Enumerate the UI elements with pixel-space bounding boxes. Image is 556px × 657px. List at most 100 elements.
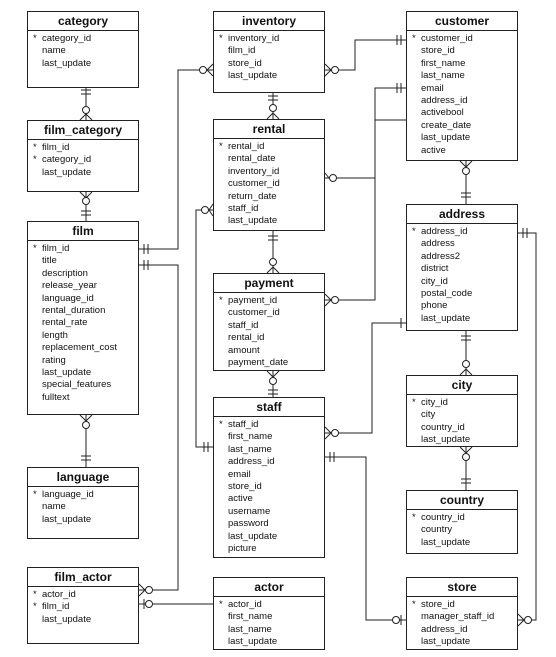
field-name: length <box>42 329 68 341</box>
entity-field: rental_duration <box>28 305 138 317</box>
field-name: fulltext <box>42 391 70 403</box>
entity-field: inventory_id <box>214 166 324 178</box>
field-name: first_name <box>228 431 273 443</box>
entity-title: film <box>28 222 138 241</box>
field-name: address_id <box>421 623 468 635</box>
entity-field: username <box>214 506 324 518</box>
entity-field: store_id <box>214 58 324 70</box>
field-name: active <box>228 493 253 505</box>
entity-title: inventory <box>214 12 324 31</box>
entity-field: last_update <box>28 367 138 379</box>
field-name: last_update <box>421 312 471 324</box>
field-name: last_name <box>228 623 272 635</box>
entity-field: release_year <box>28 280 138 292</box>
field-name: film_id <box>42 142 70 153</box>
field-name: rental_id <box>228 332 265 344</box>
field-name: city_id <box>421 275 448 287</box>
field-name: last_update <box>42 366 92 378</box>
field-name: staff_id <box>228 319 259 331</box>
field-name: manager_staff_id <box>421 611 495 623</box>
entity-field: create_date <box>407 120 517 132</box>
field-name: email <box>228 468 251 480</box>
entity-field: payment_date <box>214 357 324 369</box>
entity-field: last_update <box>28 167 138 179</box>
field-name: create_date <box>421 119 472 131</box>
entity-field: staff_id <box>214 203 324 215</box>
primary-key-marker: * <box>412 599 416 610</box>
field-name: active <box>421 144 446 156</box>
entity-field: store_id <box>214 481 324 493</box>
primary-key-marker: * <box>33 33 37 44</box>
entity-field: *rental_id <box>214 141 324 153</box>
entity-field: active <box>407 145 517 157</box>
entity-field: rental_date <box>214 153 324 165</box>
field-name: last_update <box>42 613 92 625</box>
entity-field: last_update <box>407 132 517 144</box>
entity-field: replacement_cost <box>28 342 138 354</box>
field-name: last_update <box>228 530 278 542</box>
entity-field: last_update <box>214 215 324 227</box>
field-name: country <box>421 524 453 536</box>
entity-field: *actor_id <box>214 599 324 611</box>
entity-field: last_update <box>28 58 138 70</box>
field-name: payment_date <box>228 356 289 368</box>
entity-field: return_date <box>214 191 324 203</box>
entity-field: rating <box>28 355 138 367</box>
entity-field: last_name <box>214 624 324 636</box>
field-name: rental_duration <box>42 304 106 316</box>
rel-address-store <box>518 232 537 621</box>
field-name: last_update <box>42 57 92 69</box>
field-name: first_name <box>228 611 273 623</box>
field-name: store_id <box>421 599 455 610</box>
entity-title: address <box>407 205 517 224</box>
entity-field: address <box>407 238 517 250</box>
entity-title: language <box>28 468 138 487</box>
field-name: name <box>42 501 66 513</box>
entity-field: last_update <box>407 313 517 325</box>
field-name: title <box>42 255 57 267</box>
primary-key-marker: * <box>219 419 223 430</box>
entity-field: *actor_id <box>28 589 138 601</box>
rel-address-staff <box>325 322 406 434</box>
rel-customer-payment <box>325 119 406 301</box>
rel-customer-rental <box>325 87 406 179</box>
entity-field: phone <box>407 300 517 312</box>
entity-field: customer_id <box>214 307 324 319</box>
entity-field: picture <box>214 543 324 555</box>
field-name: address_id <box>228 456 275 468</box>
entity-field: city_id <box>407 276 517 288</box>
entity-field: name <box>28 45 138 57</box>
rel-film-inventory <box>139 69 213 250</box>
entity-field: first_name <box>214 611 324 623</box>
entity-title: film_category <box>28 121 138 140</box>
field-name: rental_date <box>228 153 276 165</box>
entity-field: postal_code <box>407 288 517 300</box>
field-name: customer_id <box>228 307 280 319</box>
field-name: inventory_id <box>228 33 280 44</box>
field-name: film_id <box>42 243 70 254</box>
primary-key-marker: * <box>219 141 223 152</box>
entity-field: *customer_id <box>407 33 517 45</box>
